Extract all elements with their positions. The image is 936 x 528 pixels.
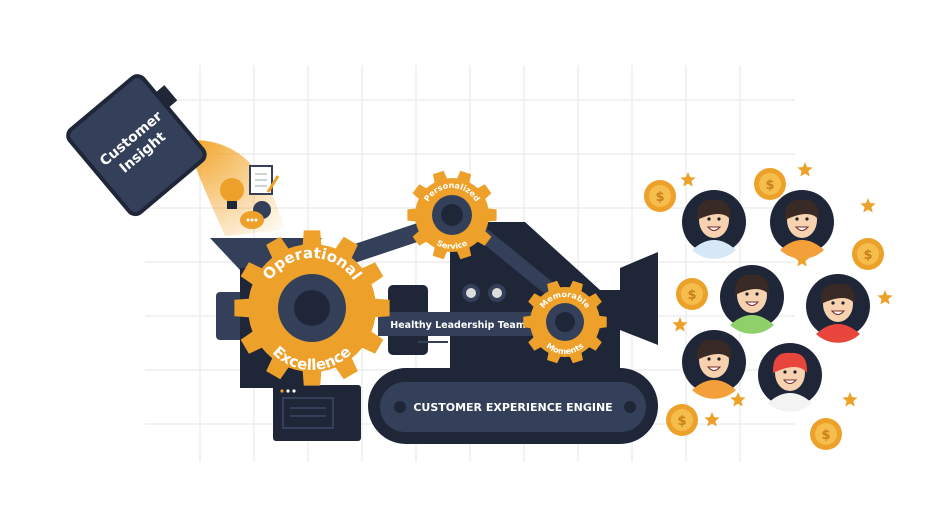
- happy-customers: $ $ $ $ $ $: [644, 162, 893, 450]
- svg-text:$: $: [765, 178, 774, 193]
- dollar-coin-icon: $: [676, 278, 708, 310]
- customer-avatar: [720, 265, 784, 334]
- clipboard-icon: [249, 165, 280, 195]
- control-box: [273, 385, 361, 441]
- star-icon: [794, 252, 810, 267]
- svg-text:$: $: [863, 248, 872, 263]
- engine-label: CUSTOMER EXPERIENCE ENGINE: [413, 401, 612, 414]
- star-icon: [797, 162, 813, 177]
- leadership-bar-label: Healthy Leadership Team: [390, 320, 526, 331]
- chat-bubbles-icon: [240, 201, 271, 229]
- lightbulb-icon: [220, 178, 244, 209]
- personalized-service-gear-label-bottom: Service: [435, 238, 469, 251]
- star-icon: [680, 172, 696, 187]
- customer-avatar: [682, 330, 746, 399]
- star-icon: [877, 290, 893, 305]
- customer-insight-canister: Customer Insight: [66, 74, 207, 217]
- svg-text:$: $: [821, 428, 830, 443]
- dollar-coin-icon: $: [754, 168, 786, 200]
- dollar-coin-icon: $: [666, 404, 698, 436]
- star-icon: [860, 198, 876, 213]
- leadership-bar: Healthy Leadership Team: [378, 312, 538, 343]
- star-icon: [842, 392, 858, 407]
- star-icon: [672, 317, 688, 332]
- star-icon: [730, 392, 746, 407]
- memorable-moments-gear-label-bottom: Moments: [545, 341, 586, 356]
- customer-avatar: [758, 343, 822, 412]
- engine-tread: CUSTOMER EXPERIENCE ENGINE: [368, 368, 658, 444]
- star-icon: [704, 412, 720, 427]
- customer-avatar: [682, 190, 746, 259]
- customer-avatar: [770, 190, 834, 259]
- svg-text:$: $: [687, 288, 696, 303]
- dollar-coin-icon: $: [852, 238, 884, 270]
- customer-avatar: [806, 274, 870, 343]
- svg-text:$: $: [677, 414, 686, 429]
- svg-text:$: $: [655, 190, 664, 205]
- dollar-coin-icon: $: [810, 418, 842, 450]
- dollar-coin-icon: $: [644, 180, 676, 212]
